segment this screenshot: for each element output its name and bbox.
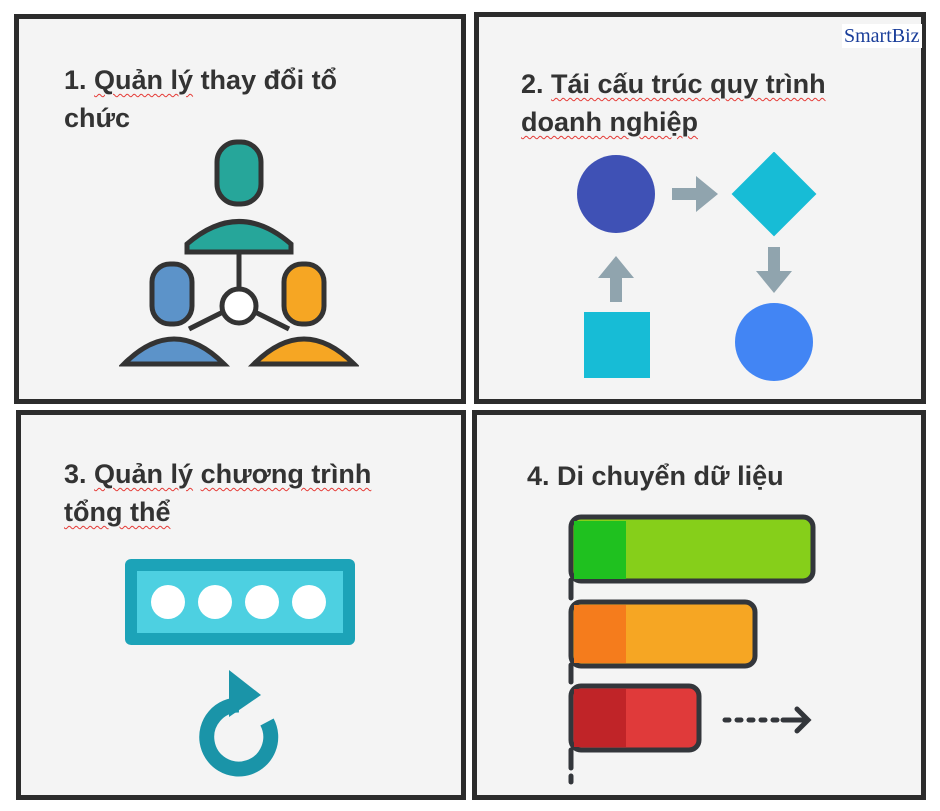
title-part <box>193 459 201 489</box>
panel-title: 3. Quản lý chương trình tổng thể <box>64 455 404 531</box>
panel-title: 1. Quản lý thay đổi tổ chức <box>64 61 394 137</box>
panel-title: 2. Tái cấu trúc quy trình doanh nghiệp <box>521 65 881 141</box>
title-part: chương trình <box>200 459 372 489</box>
data-migration-bars-icon <box>568 514 816 785</box>
title-part: Quản lý <box>94 65 194 95</box>
process-flow-icon <box>577 152 817 381</box>
title-part: 1. <box>64 65 95 95</box>
panel-data-migration: 4. Di chuyển dữ liệu <box>472 410 926 800</box>
title-part: 3. <box>64 459 95 489</box>
title-part: doanh nghiệp <box>521 107 698 137</box>
smartbiz-logo: SmartBiz <box>842 24 922 48</box>
panel-change-management: 1. Quản lý thay đổi tổ chức <box>14 14 466 404</box>
title-part: Quản lý <box>94 459 194 489</box>
password-reset-icon <box>125 559 355 777</box>
title-part: 2. <box>521 69 552 99</box>
title-part: 4. Di chuyển dữ liệu <box>527 461 784 491</box>
title-part: thay đổi tổ chức <box>64 65 338 133</box>
panel-program-management: 3. Quản lý chương trình tổng thể <box>16 410 466 800</box>
title-part: tổng thể <box>64 497 171 527</box>
title-part: Tái cấu trúc quy trình <box>551 69 826 99</box>
people-network-icon <box>119 139 359 367</box>
panel-title: 4. Di chuyển dữ liệu <box>527 457 887 495</box>
panel-process-reengineering: 2. Tái cấu trúc quy trình doanh nghiệp <box>474 12 926 404</box>
